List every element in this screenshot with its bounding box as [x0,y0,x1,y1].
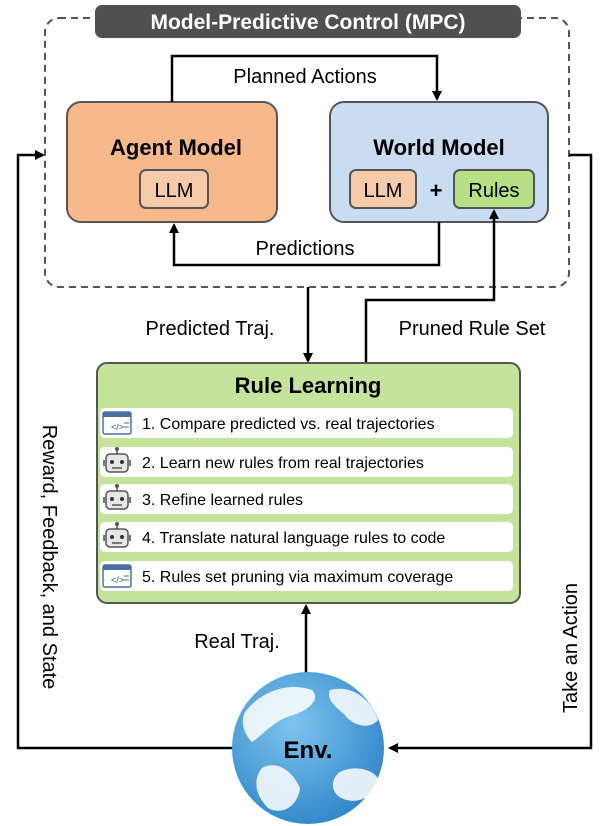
rule-step-text: 5. Rules set pruning via maximum coverag… [142,569,453,586]
world-llm-chip [349,169,417,209]
rule-step: </> 5. Rules set pruning via maximum cov… [100,561,513,591]
rule-step-row [100,447,513,477]
rule-step-text: 1. Compare predicted vs. real trajectori… [142,416,435,433]
take-action-arrow [388,153,593,753]
robot-icon [103,484,131,510]
world-rules-label: Rules [468,180,519,202]
reward-feedback-arrow [16,150,240,750]
rule-step-text: 4. Translate natural language rules to c… [142,530,445,547]
rule-step-row [100,484,513,514]
code-window-icon: </> [102,411,132,435]
rule-step: 2. Learn new rules from real trajectorie… [100,447,513,477]
planned-actions-label: Planned Actions [233,66,376,88]
predicted-traj-label: Predicted Traj. [146,318,275,340]
code-window-icon: </> [102,564,132,588]
agent-model-title: Agent Model [110,135,242,160]
predictions-label: Predictions [256,238,355,260]
rule-step: </> 1. Compare predicted vs. real trajec… [100,408,513,438]
rule-step: 4. Translate natural language rules to c… [100,522,513,552]
agent-llm-label: LLM [155,180,194,202]
predictions-arrow [169,222,441,267]
rule-step-row [100,561,513,591]
rule-step-text: 2. Learn new rules from real trajectorie… [142,455,424,472]
real-traj-label: Real Traj. [194,631,280,653]
plus-sign: + [430,178,443,203]
rule-step-row [100,408,513,438]
robot-icon [103,447,131,473]
reward-feedback-label: Reward, Feedback, and State [38,425,60,690]
pruned-rule-set-label: Pruned Rule Set [399,318,546,340]
mpc-title-badge [95,5,521,38]
rule-step-text: 3. Refine learned rules [142,492,303,509]
take-action-label: Take an Action [560,583,582,713]
agent-llm-chip [139,169,209,209]
planned-actions-arrow [170,54,442,102]
world-rules-chip [453,169,535,209]
robot-icon [103,522,131,548]
world-llm-label: LLM [364,180,403,202]
env-label: Env. [284,737,333,764]
globe-icon [232,672,384,824]
pruned-rule-set-arrow [364,209,499,363]
svg-text:</>: </> [111,575,124,585]
svg-text:</>: </> [111,422,124,432]
rule-step: 3. Refine learned rules [100,484,513,514]
rule-learning-title: Rule Learning [235,373,382,398]
mpc-boundary [44,17,570,288]
mpc-title: Model-Predictive Control (MPC) [150,11,465,34]
world-model-title: World Model [373,135,505,160]
rule-step-row [100,522,513,552]
